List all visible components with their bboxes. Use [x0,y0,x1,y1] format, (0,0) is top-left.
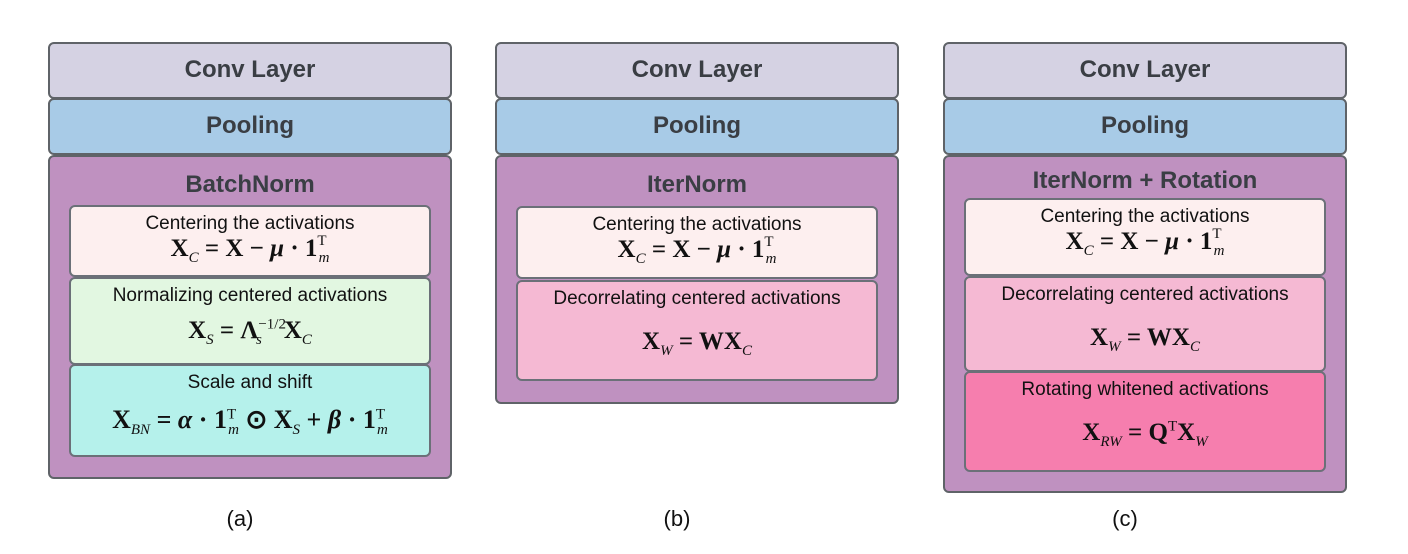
batchnorm-block: BatchNorm Centering the activations XC =… [48,155,452,479]
conv-layer-label: Conv Layer [184,56,316,83]
step-label: Scale and shift [187,372,313,393]
centering-equation: XC = X − μ · 1Tm [170,232,330,266]
conv-layer-block: Conv Layer [943,42,1347,99]
caption-a: (a) [226,506,254,531]
scale-shift-equation: XBN = α · 1Tm ⊙ XS + β · 1Tm [112,405,388,439]
step-label: Rotating whitened activations [1021,379,1269,400]
centering-equation: XC = X − μ · 1Tm [617,233,777,267]
pooling-label: Pooling [206,112,294,139]
rotating-equation: XRW = QTXW [1082,418,1208,450]
decorrelating-step: Decorrelating centered activations XW = … [964,276,1326,372]
pooling-block: Pooling [48,98,452,155]
step-label: Centering the activations [1040,206,1250,227]
caption-c: (c) [1112,506,1138,531]
iternorm-block: IterNorm Centering the activations XC = … [495,155,899,404]
decorrelating-equation: XW = WXC [1090,324,1200,355]
iternorm-rotation-block: IterNorm + Rotation Centering the activa… [943,155,1347,493]
step-label: Centering the activations [145,213,355,234]
step-label: Normalizing centered activations [112,285,388,306]
pooling-label: Pooling [653,112,741,139]
conv-layer-label: Conv Layer [631,56,763,83]
step-label: Decorrelating centered activations [1001,284,1289,305]
rotating-step: Rotating whitened activations XRW = QTXW [964,371,1326,472]
conv-layer-block: Conv Layer [48,42,452,99]
centering-equation: XC = X − μ · 1Tm [1065,225,1225,259]
pooling-label: Pooling [1101,112,1189,139]
centering-step: Centering the activations XC = X − μ · 1… [516,206,878,279]
normalizing-step: Normalizing centered activations XS = Λ−… [69,277,431,365]
centering-step: Centering the activations XC = X − μ · 1… [964,198,1326,276]
conv-layer-block: Conv Layer [495,42,899,99]
step-label: Decorrelating centered activations [553,288,841,309]
pooling-block: Pooling [495,98,899,155]
decorrelating-equation: XW = WXC [642,328,752,359]
step-label: Centering the activations [592,214,802,235]
decorrelating-step: Decorrelating centered activations XW = … [516,280,878,381]
scale-shift-step: Scale and shift XBN = α · 1Tm ⊙ XS + β ·… [69,364,431,457]
caption-b: (b) [663,506,691,531]
pooling-block: Pooling [943,98,1347,155]
norm-title: BatchNorm [185,171,315,198]
norm-title: IterNorm [646,171,748,198]
conv-layer-label: Conv Layer [1079,56,1211,83]
norm-title: IterNorm + Rotation [1032,167,1258,194]
centering-step: Centering the activations XC = X − μ · 1… [69,205,431,277]
